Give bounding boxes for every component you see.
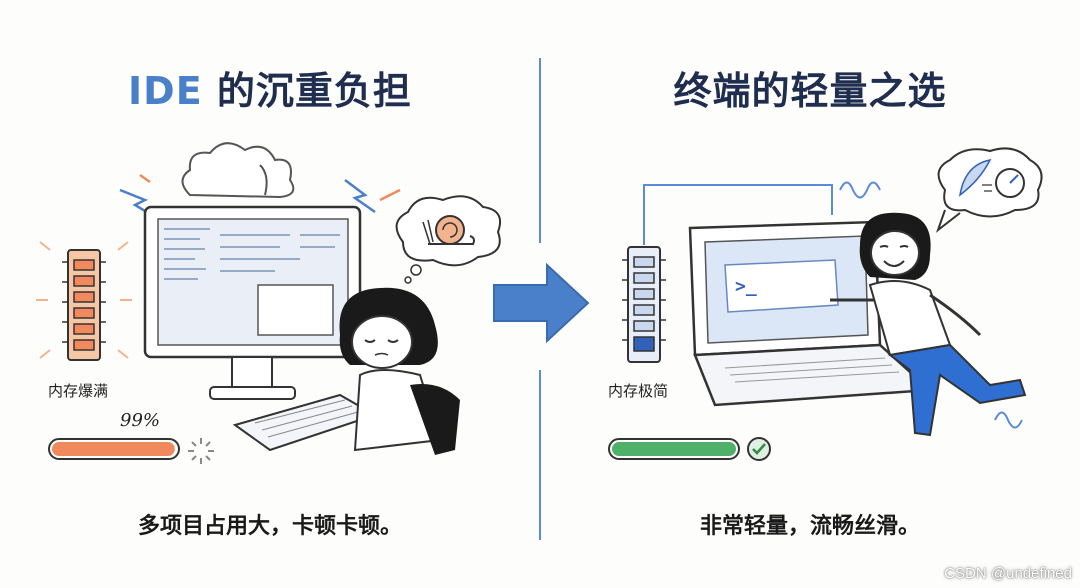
- tired-person-illustration: [339, 287, 460, 455]
- right-title: 终端的轻量之选: [673, 69, 947, 113]
- happy-person-illustration: [830, 212, 1027, 437]
- memory-full-label: 内存爆满: [48, 382, 109, 400]
- memory-minimal-label: 内存极简: [608, 382, 669, 400]
- desktop-monitor-icon: [143, 205, 362, 400]
- checkmark-icon: [747, 437, 771, 461]
- left-title: IDE 的沉重负担: [0, 60, 540, 115]
- laptop-terminal-icon: >_: [688, 220, 934, 407]
- divider-bottom: [539, 370, 541, 540]
- motion-squiggle-icon: [839, 181, 1023, 429]
- left-panel: IDE 的沉重负担 内存爆满 99%: [0, 60, 540, 539]
- right-panel: 终端的轻量之选 内存极简 >_: [540, 0, 1080, 588]
- loading-spinner-icon: [188, 438, 214, 464]
- memory-progress-bar: [48, 438, 180, 460]
- memory-progress-bar-green: [608, 438, 740, 460]
- right-arrow-icon: [493, 262, 590, 344]
- left-caption: 多项目占用大，卡顿卡顿。: [137, 514, 402, 539]
- divider-top: [539, 58, 541, 243]
- watermark: CSDN @undefined: [944, 565, 1072, 582]
- memory-percent-text: 99%: [120, 410, 161, 431]
- snail-thought-icon: [395, 195, 502, 284]
- keyboard-icon: [232, 393, 378, 452]
- ram-chip-icon: [36, 241, 132, 361]
- right-caption: 非常轻量，流畅丝滑。: [699, 514, 920, 539]
- left-title-rest: 的沉重负担: [216, 69, 412, 113]
- ram-chip-icon: [622, 184, 833, 363]
- left-title-accent: IDE: [128, 69, 203, 113]
- steam-cloud-icon: [181, 142, 295, 199]
- svg-text:>_: >_: [735, 276, 757, 297]
- feather-speedometer-thought-icon: [935, 147, 1043, 233]
